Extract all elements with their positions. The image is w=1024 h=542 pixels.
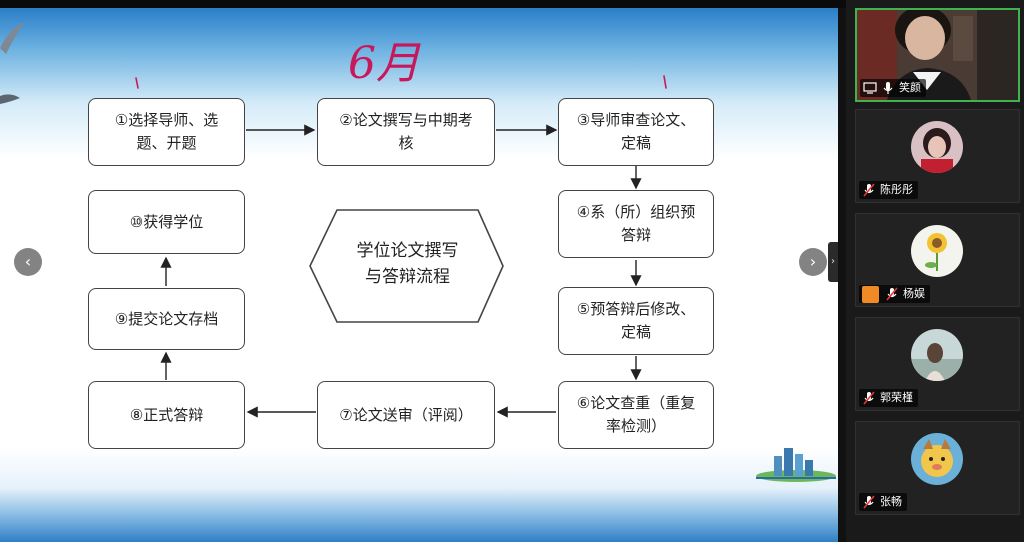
city-decoration-icon — [756, 448, 836, 482]
step-8-label: ⑧正式答辩 — [129, 405, 204, 424]
mic-muted-icon — [863, 495, 875, 509]
step-2-line2: 核 — [398, 134, 414, 152]
mic-muted-icon — [863, 391, 875, 405]
step-4-line2: 答辩 — [620, 226, 651, 244]
step-3-box: ③导师审查论文、定稿 — [558, 98, 714, 166]
participant-label-1: 笑颜 — [860, 79, 926, 97]
step-9-box: ⑨提交论文存档 — [88, 288, 245, 350]
mic-on-icon — [883, 82, 893, 94]
step-6-box: ⑥论文查重（重复率检测） — [558, 381, 714, 449]
next-slide-button[interactable]: › — [799, 248, 827, 276]
avatar — [911, 121, 963, 173]
step-10-box: ⑩获得学位 — [88, 190, 245, 254]
participant-tile-5[interactable]: 张畅 — [855, 421, 1020, 515]
participant-name-5: 张畅 — [880, 495, 902, 508]
step-6-line1: ⑥论文查重（重复 — [576, 394, 696, 412]
participant-tile-4[interactable]: 郭荣槿 — [855, 317, 1020, 411]
center-hexagon — [309, 209, 504, 323]
ink-month-annotation: 6月 — [348, 38, 421, 89]
step-7-box: ⑦论文送审（评阅） — [317, 381, 495, 449]
participant-name-2: 陈彤彤 — [880, 183, 913, 196]
step-4-line1: ④系（所）组织预 — [576, 203, 696, 221]
participant-name-4: 郭荣槿 — [880, 391, 913, 404]
mic-muted-icon — [886, 287, 898, 301]
step-5-line1: ⑤预答辩后修改、 — [576, 300, 696, 318]
presentation-slide: 6月 ①选择导师、选题、开题 ②论文撰写与中期考核 ③导师审查论文、定稿 ④系（… — [0, 8, 838, 542]
participant-tile-1[interactable]: 笑颜 — [855, 8, 1020, 102]
step-4-box: ④系（所）组织预答辩 — [558, 190, 714, 258]
center-title-line1: 学位论文撰写 — [356, 241, 459, 261]
collapse-panel-button[interactable]: › — [828, 242, 838, 282]
step-1-line2: 题、开题 — [136, 134, 197, 152]
prev-slide-button[interactable]: ‹ — [14, 248, 42, 276]
bird-decoration-icon — [0, 94, 20, 104]
step-3-line1: ③导师审查论文、 — [576, 111, 696, 129]
step-3-line2: 定稿 — [620, 134, 651, 152]
avatar — [911, 329, 963, 381]
mic-muted-icon — [863, 183, 875, 197]
step-9-label: ⑨提交论文存档 — [114, 309, 219, 328]
participant-label-2: 陈彤彤 — [859, 181, 918, 199]
top-bar — [0, 0, 1024, 8]
screen-share-icon — [863, 82, 877, 94]
step-8-box: ⑧正式答辩 — [88, 381, 245, 449]
avatar — [911, 225, 963, 277]
step-10-label: ⑩获得学位 — [129, 212, 204, 231]
raise-hand-icon — [862, 285, 879, 303]
participant-name-3: 杨娱 — [903, 287, 925, 300]
participant-label-3: 杨娱 — [859, 285, 930, 303]
step-2-line1: ②论文撰写与中期考 — [339, 111, 473, 129]
step-7-label: ⑦论文送审（评阅） — [339, 405, 473, 424]
participant-name-1: 笑颜 — [899, 81, 921, 94]
participant-tile-2[interactable]: 陈彤彤 — [855, 109, 1020, 203]
step-6-line2: 率检测） — [605, 417, 666, 435]
participant-tile-3[interactable]: 杨娱 — [855, 213, 1020, 307]
center-title: 学位论文撰写 与答辩流程 — [325, 238, 490, 290]
step-5-line2: 定稿 — [620, 323, 651, 341]
step-1-box: ①选择导师、选题、开题 — [88, 98, 245, 166]
center-title-line2: 与答辩流程 — [365, 267, 450, 287]
avatar — [911, 433, 963, 485]
slide-graphics: 6月 — [0, 22, 836, 482]
step-1-line1: ①选择导师、选 — [114, 111, 219, 129]
participant-label-4: 郭荣槿 — [859, 389, 918, 407]
bird-decoration-icon — [0, 22, 24, 54]
step-2-box: ②论文撰写与中期考核 — [317, 98, 495, 166]
participant-label-5: 张畅 — [859, 493, 907, 511]
step-5-box: ⑤预答辩后修改、定稿 — [558, 287, 714, 355]
